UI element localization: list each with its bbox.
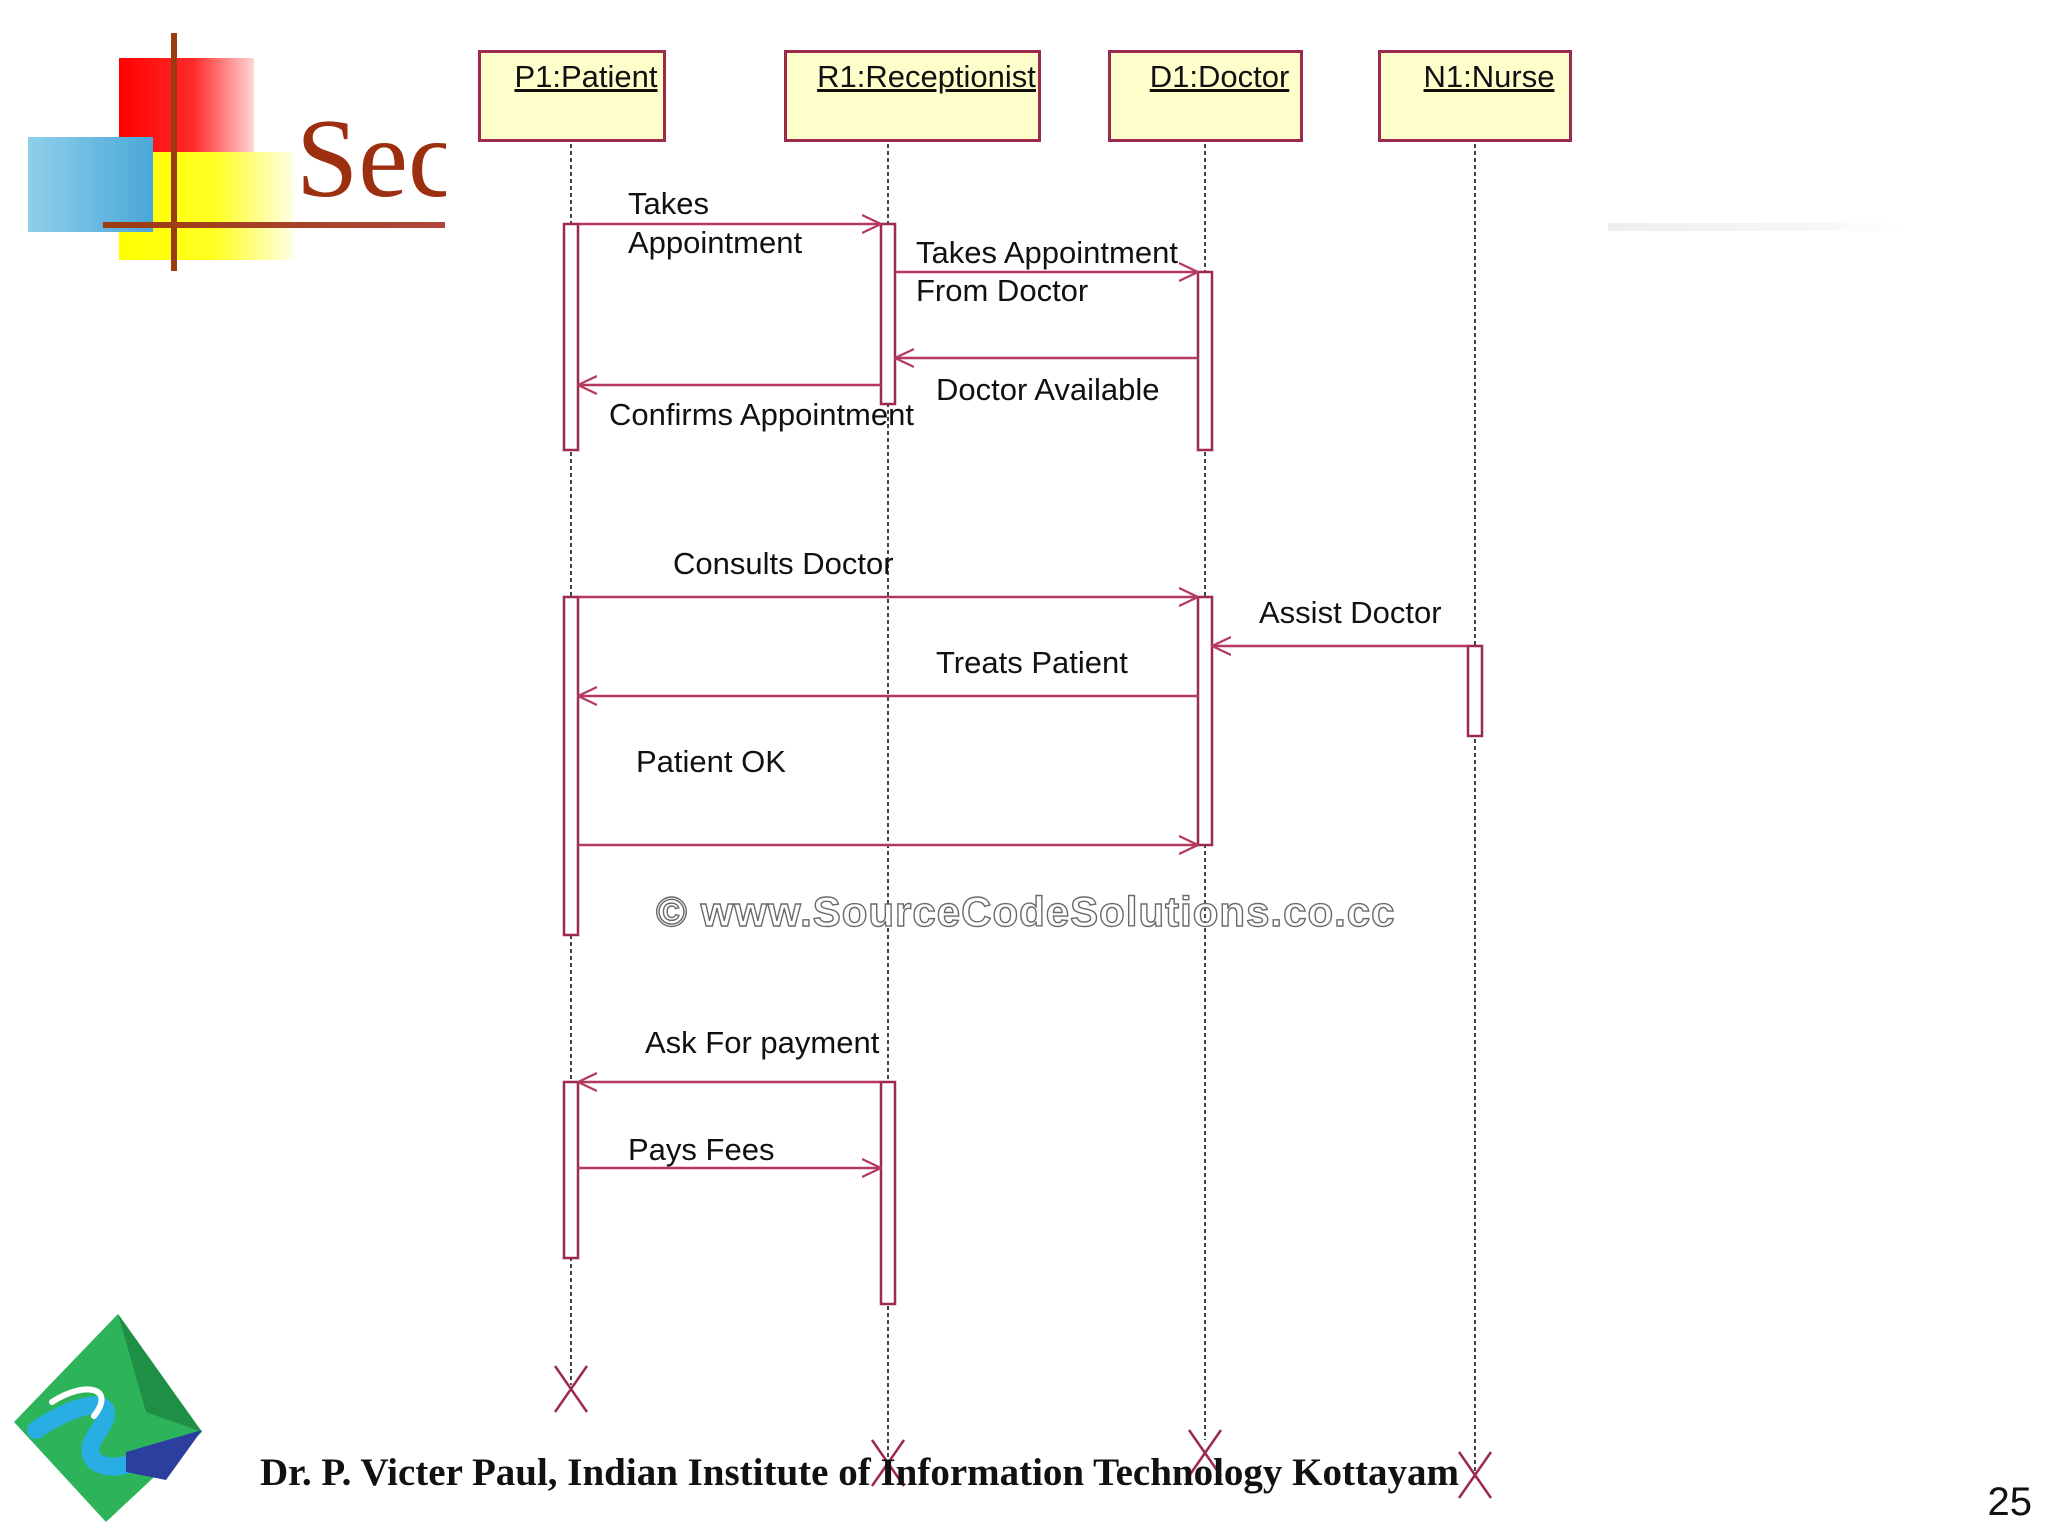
destroy-mark-patient <box>553 1365 589 1413</box>
activation-patient-2 <box>562 595 580 937</box>
message-label-doctor-available: Doctor Available <box>936 372 1160 407</box>
message-label-pays-fees: Pays Fees <box>628 1132 775 1167</box>
message-label-from-doctor: From Doctor <box>916 273 1089 308</box>
institute-logo <box>14 1314 202 1522</box>
destroy-mark-nurse <box>1457 1451 1493 1499</box>
message-label-assist-doctor: Assist Doctor <box>1259 595 1442 630</box>
activation-patient-1 <box>562 222 580 452</box>
activation-receptionist-2 <box>879 1080 897 1306</box>
message-label-takes: Takes <box>628 186 709 221</box>
activation-doctor-2 <box>1196 595 1214 847</box>
lifeline-box-doctor: D1:Doctor <box>1108 50 1303 142</box>
page-number: 25 <box>1987 1480 2033 1524</box>
lifeline-box-receptionist: R1:Receptionist <box>784 50 1041 142</box>
message-label-appointment: Appointment <box>628 225 803 260</box>
lifeline-label-receptionist: R1:Receptionist <box>817 59 1036 94</box>
decor-horizontal-bar <box>103 222 445 228</box>
lifeline-label-nurse: N1:Nurse <box>1423 59 1555 94</box>
message-label-treats-patient: Treats Patient <box>936 645 1128 680</box>
lifeline-label-doctor: D1:Doctor <box>1149 59 1290 94</box>
activation-receptionist-1 <box>879 222 897 406</box>
message-label-ask-for-payment: Ask For payment <box>645 1025 880 1060</box>
lifeline-label-patient: P1:Patient <box>514 59 658 94</box>
lifeline-box-nurse: N1:Nurse <box>1378 50 1572 142</box>
message-label-takes-appointment: Takes Appointment <box>916 235 1178 270</box>
decor-faint-line <box>1608 223 1908 231</box>
activation-doctor-1 <box>1196 270 1214 452</box>
lifeline-box-patient: P1:Patient <box>478 50 666 142</box>
watermark: © www.SourceCodeSolutions.co.cc <box>655 887 1396 935</box>
activation-nurse-1 <box>1466 644 1484 738</box>
slide-title: Sec <box>296 97 458 221</box>
message-label-confirms-appointment: Confirms Appointment <box>609 397 914 432</box>
message-label-consults-doctor: Consults Doctor <box>673 546 894 581</box>
message-label-patient-ok: Patient OK <box>636 744 786 779</box>
destroy-mark-receptionist <box>870 1439 906 1487</box>
activation-patient-3 <box>562 1080 580 1260</box>
decor-vertical-bar <box>171 33 177 271</box>
footer-author-text: Dr. P. Victer Paul, Indian Institute of … <box>260 1451 1459 1494</box>
decor-blue-square <box>28 137 153 232</box>
destroy-mark-doctor <box>1187 1429 1223 1477</box>
